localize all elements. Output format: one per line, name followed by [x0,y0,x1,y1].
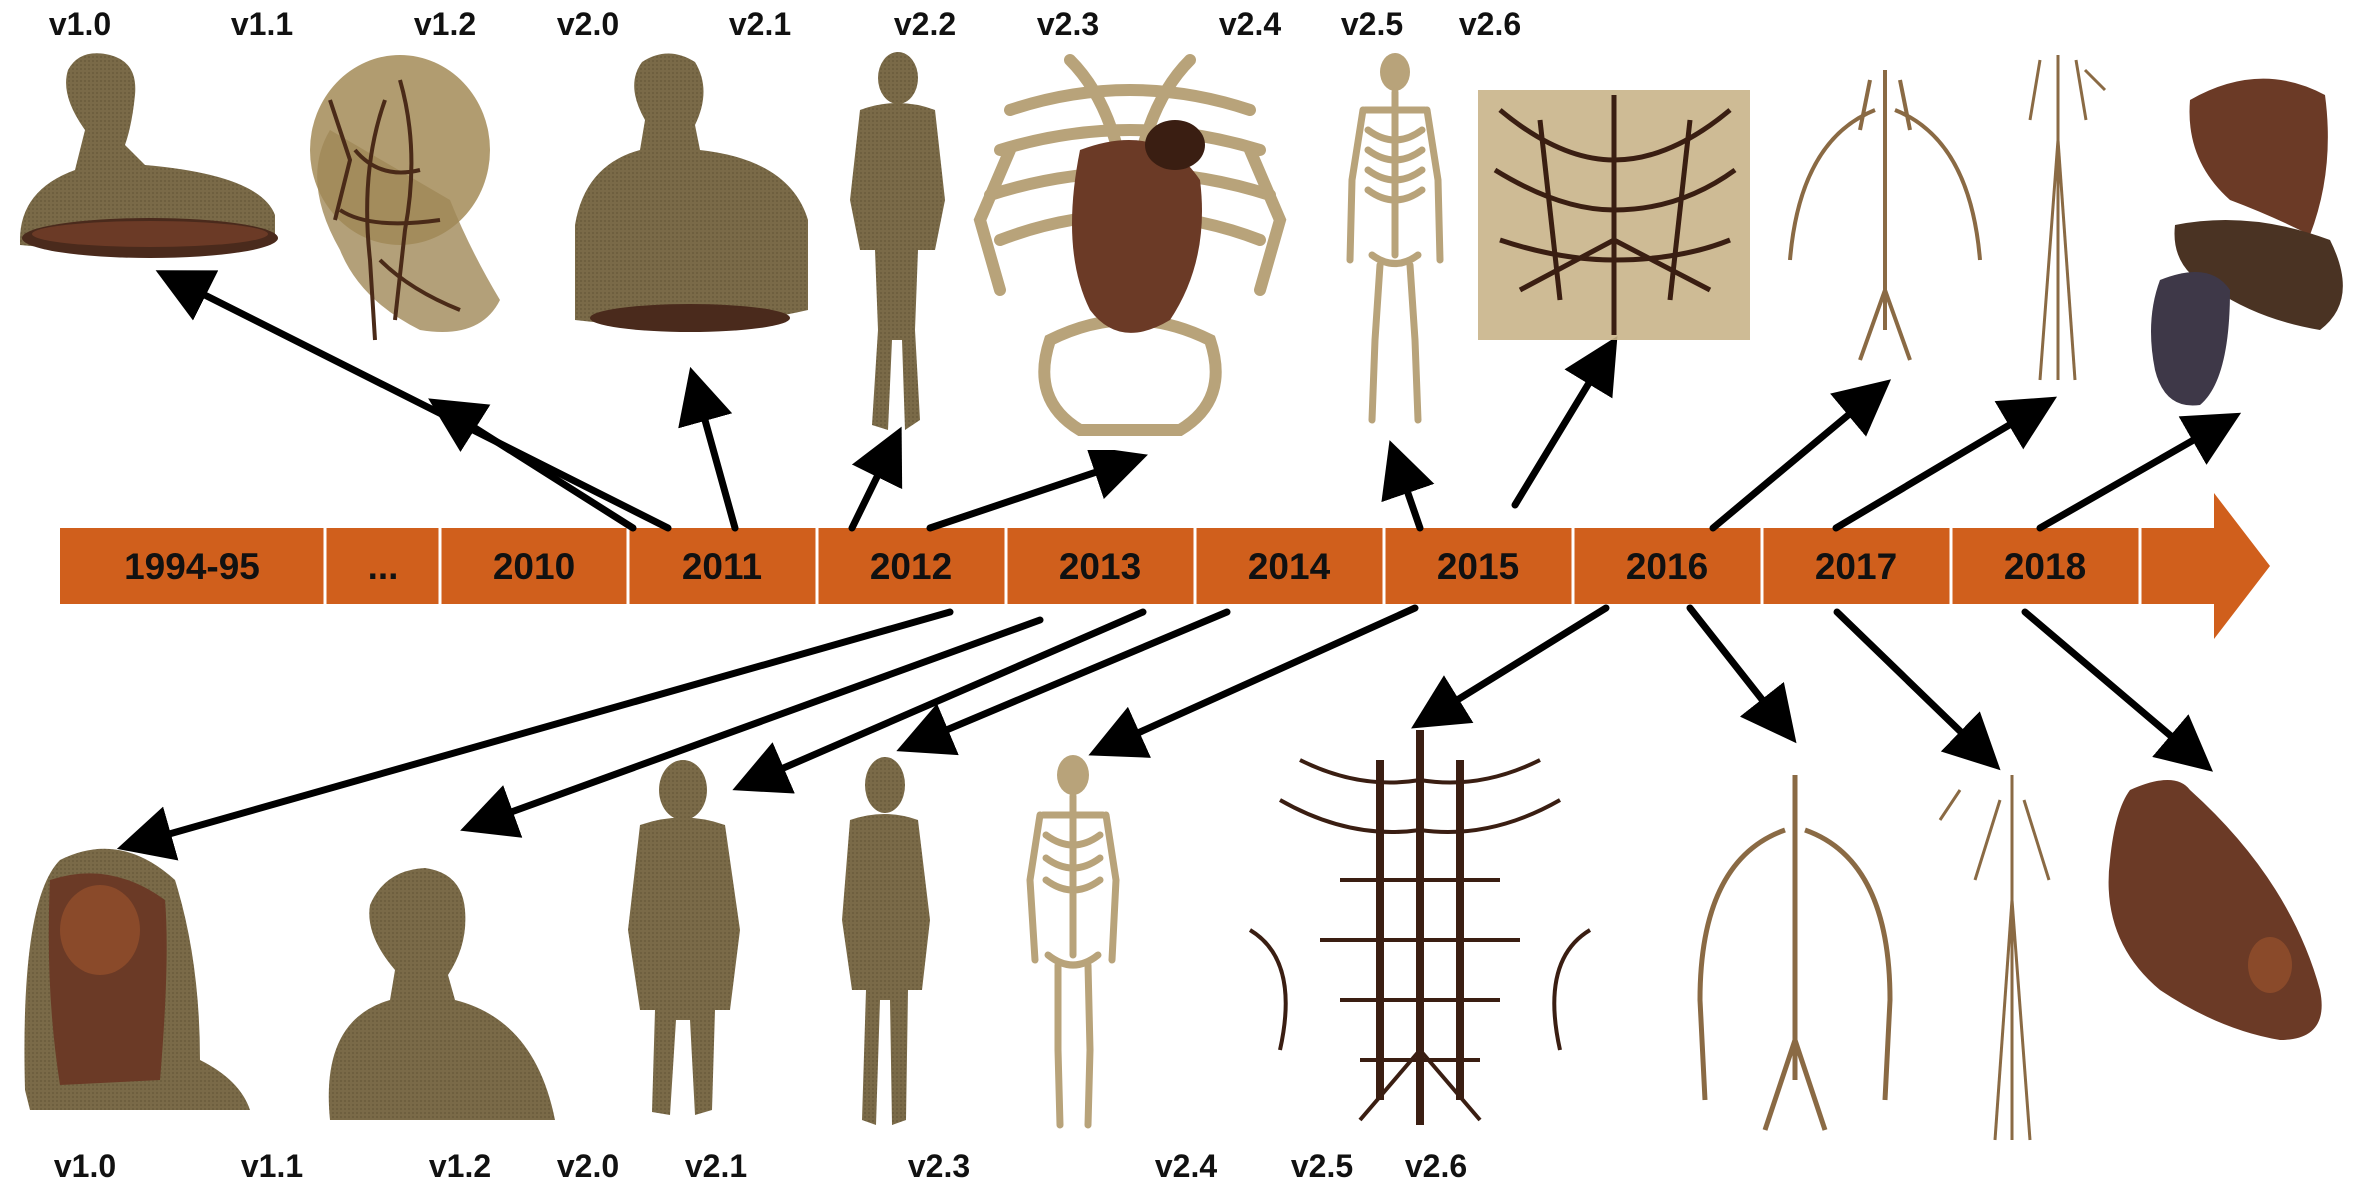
model-v1-0-top [20,53,278,258]
arrow-2018-bottom-v2.6 [2025,612,2205,765]
year-label: 2018 [2004,546,2086,587]
timeline-bar: 1994-95 ... 2010 2011 2012 2013 2014 201… [60,493,2270,639]
arrow-2012-v2.1 [930,458,1138,528]
year-label: ... [368,546,399,587]
arrow-2016-bottom-v2.4 [1690,608,1790,735]
year-label: 2010 [493,546,575,587]
model-v2-5-bottom [1940,775,2049,1140]
year-label: 2016 [1626,546,1708,587]
model-v1-0-bottom [24,849,250,1110]
arrow-2017-v2.5 [1836,402,2048,528]
model-v2-1-top [980,50,1280,450]
model-v2-5-top [2030,55,2105,380]
year-label: 2013 [1059,546,1141,587]
arrow-2016-bottom-v2.3 [1420,608,1606,723]
model-v2-6-top [2151,79,2343,406]
model-v1-1-top [310,55,500,340]
model-v2-4-bottom [1700,775,1890,1130]
year-label: 2017 [1815,546,1897,587]
arrow-2011-v1.2 [693,377,735,528]
arrow-2012-bottom-v1.0 [127,612,950,846]
year-label: 2011 [682,546,762,587]
year-label: 2015 [1437,546,1519,587]
arrow-2014-bottom-v2.0 [906,612,1227,747]
arrow-2015-bottom-v2.1 [1098,608,1415,751]
arrow-2012-v2.0 [852,436,897,528]
model-v2-4-top [1790,70,1980,360]
year-label: 1994-95 [124,546,260,587]
model-v2-0-top [850,52,945,430]
model-v2-6-bottom [2109,780,2322,1040]
model-v1-2-bottom [628,760,740,1115]
year-label: 2012 [870,546,952,587]
arrow-2015-v2.3 [1515,345,1612,505]
arrow-2016-v2.4 [1713,386,1883,528]
model-v2-1-bottom [1030,755,1116,1125]
model-v2-0-bottom [842,757,930,1125]
year-label: 2014 [1248,546,1331,587]
model-v2-2-top [1350,53,1440,420]
model-v2-3-top [1478,90,1750,340]
arrow-2011-v1.1 [437,404,633,528]
model-v1-1-bottom [329,868,555,1120]
arrow-2015-v2.2 [1393,450,1420,528]
model-v2-3-bottom [1250,730,1590,1125]
model-v1-2-top [575,54,808,333]
arrow-2017-bottom-v2.5 [1837,612,1993,763]
arrow-2018-v2.6 [2040,418,2232,528]
